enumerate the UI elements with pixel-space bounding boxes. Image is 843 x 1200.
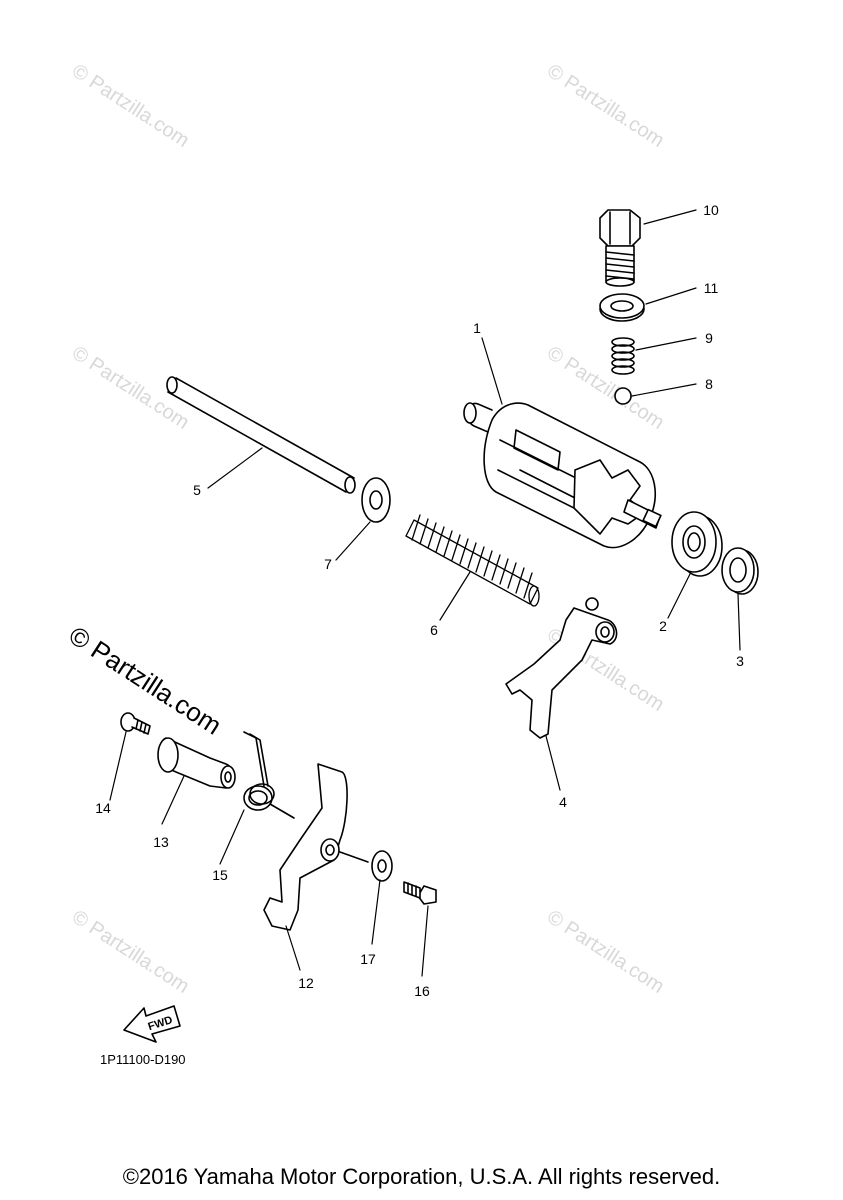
part-3-oil-seal — [721, 547, 759, 595]
callout-2: 2 — [659, 618, 667, 634]
callout-11: 11 — [703, 280, 719, 296]
part-15-torsion-spring — [243, 731, 295, 819]
callout-17: 17 — [360, 951, 376, 967]
copyright-notice: ©2016 Yamaha Motor Corporation, U.S.A. A… — [122, 1164, 721, 1189]
part-12-shift-arm — [263, 763, 369, 931]
part-13-collar — [157, 737, 236, 789]
callout-7: 7 — [324, 556, 332, 572]
callout-4: 4 — [559, 794, 567, 810]
callout-9: 9 — [705, 330, 713, 346]
part-16-bolt — [403, 881, 437, 905]
callout-3: 3 — [736, 653, 744, 669]
diagram-code: 1P11100-D190 — [100, 1052, 186, 1067]
part-11-washer — [599, 293, 645, 322]
part-1-shift-drum — [463, 402, 662, 549]
callout-8: 8 — [705, 376, 713, 392]
callout-16: 16 — [414, 983, 430, 999]
part-8-ball — [614, 387, 632, 405]
fwd-arrow-icon — [123, 1005, 181, 1043]
callout-5: 5 — [193, 482, 201, 498]
callout-6: 6 — [430, 622, 438, 638]
part-7-washer — [361, 477, 391, 523]
part-2-bearing — [671, 511, 723, 577]
leader-lines — [109, 209, 741, 977]
callout-15: 15 — [212, 867, 228, 883]
callout-10: 10 — [703, 202, 719, 218]
part-14-screw — [120, 712, 151, 735]
part-10-bolt — [599, 209, 641, 287]
callout-13: 13 — [153, 834, 169, 850]
callout-1: 1 — [473, 320, 481, 336]
callout-14: 14 — [95, 800, 111, 816]
part-17-washer — [371, 850, 393, 882]
part-4-shift-fork — [505, 597, 618, 739]
part-5-shaft — [166, 376, 356, 494]
part-6-spring — [405, 514, 540, 607]
part-9-spring — [611, 337, 635, 375]
callout-12: 12 — [298, 975, 314, 991]
